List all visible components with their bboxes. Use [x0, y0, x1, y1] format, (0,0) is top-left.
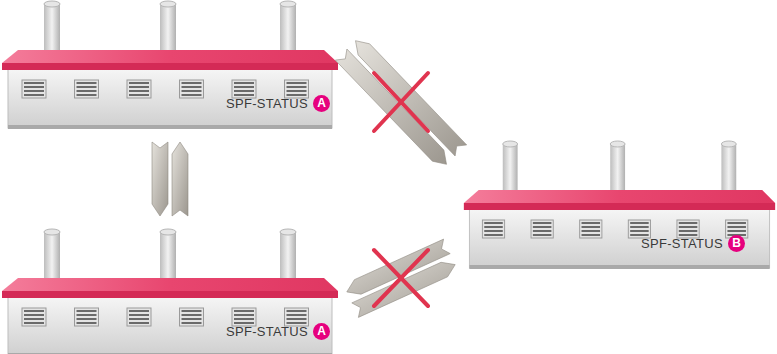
farm-building: SPF-STATUS A [0, 228, 340, 354]
arrow-band [347, 239, 450, 294]
status-text: SPF-STATUS [641, 236, 723, 251]
building-label: SPF-STATUS A [226, 323, 330, 340]
forbidden-cross [374, 250, 428, 306]
status-text: SPF-STATUS [226, 96, 308, 111]
arrow-band [152, 142, 168, 216]
arrow-band [172, 142, 188, 216]
farm-building-shape [462, 140, 777, 270]
building-label: SPF-STATUS B [641, 235, 745, 252]
exchange-arrow [152, 142, 188, 216]
status-badge: A [313, 95, 330, 112]
building-label: SPF-STATUS A [226, 95, 330, 112]
edge-layer [152, 41, 467, 318]
arrow-band [356, 41, 467, 156]
status-badge: B [728, 235, 745, 252]
status-badge: A [313, 323, 330, 340]
status-text: SPF-STATUS [226, 324, 308, 339]
arrow-band [352, 262, 455, 317]
exchange-arrow [335, 41, 466, 165]
forbidden-cross [374, 73, 428, 131]
exchange-arrow [347, 239, 455, 317]
arrow-band [335, 49, 446, 164]
farm-building: SPF-STATUS B [462, 140, 777, 270]
farm-building: SPF-STATUS A [0, 0, 340, 130]
